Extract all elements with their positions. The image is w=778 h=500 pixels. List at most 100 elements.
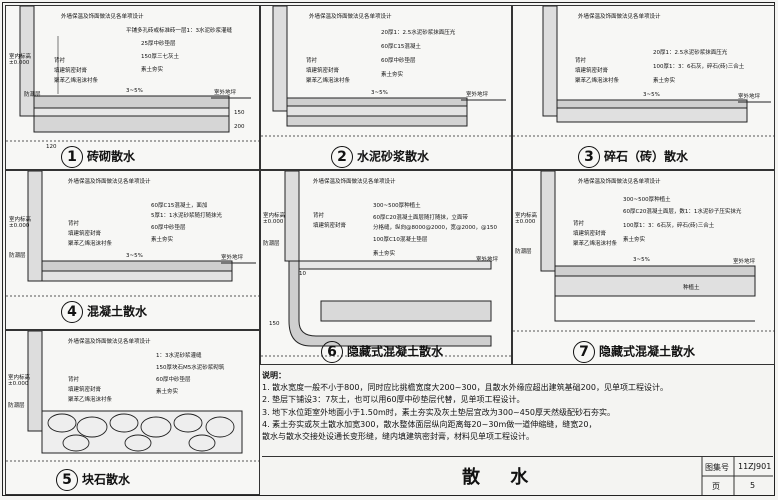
layer-1: 平铺多孔砖或标准砖一层1：3水泥砂浆灌缝 <box>126 28 232 34</box>
layer-4: 素土夯实 <box>381 72 404 78</box>
outdoor-grade-label: 室外地坪 <box>738 94 761 100</box>
layer-4: 素土夯实 <box>156 389 179 395</box>
detail-name: 砖砌散水 <box>87 149 136 164</box>
poly-label: 聚苯乙烯泡沫衬条 <box>575 78 620 84</box>
layer-3: 60厚中砂垫层 <box>156 377 191 383</box>
layer-1: 1：3水泥砂浆灌缝 <box>156 353 202 359</box>
poly-label: 聚苯乙烯泡沫衬条 <box>306 78 351 84</box>
filler-label: 填建筑密封膏 <box>313 223 347 229</box>
layer-2: 100厚1：3：6石灰，碎石(砖)三合土 <box>653 64 745 70</box>
layer-2: 60厚C20混凝土面层随打随抹，立面带 <box>373 215 468 221</box>
sheet-title: 散 水 <box>462 467 541 488</box>
layer-4: 素土夯实 <box>623 237 646 243</box>
grade-label: 室内标高 <box>8 375 31 381</box>
layer-2: 5厚1：1水泥砂浆随打随抹光 <box>151 213 222 219</box>
layer-3: 素土夯实 <box>653 78 676 84</box>
slope-label: 3~5% <box>126 88 143 94</box>
layer-2: 150厚块石M5水泥砂浆砌筑 <box>156 365 225 371</box>
slope-label: 3~5% <box>643 92 660 98</box>
sleeve-label: 背衬 <box>575 58 587 64</box>
page-label: 页 <box>712 482 720 491</box>
layer-1: 20厚1：2.5水泥砂浆抹面压光 <box>381 30 456 36</box>
section-drawing-2 <box>261 6 511 137</box>
outdoor-grade-label: 室外地坪 <box>466 92 489 98</box>
layer-2: 60厚C15混凝土 <box>381 44 421 50</box>
wall-note: 外墙保温及饰面做法见各单项设计 <box>68 179 151 185</box>
layer-3: 150厚三七灰土 <box>141 54 179 60</box>
note-item-5: 散水与散水交接处设通长变形缝，缝内填建筑密封膏，材料见单项工程设计。 <box>262 432 534 442</box>
elevation-label: ±0.000 <box>8 381 29 387</box>
note-item-1: 1. 散水宽度一般不小于800，同时应比挑檐宽度大200~300，且散水外缘应超… <box>262 383 668 393</box>
filler-label: 填建筑密封膏 <box>68 231 102 237</box>
layer-3: 60厚中砂垫层 <box>151 225 186 231</box>
elevation-label: ±0.000 <box>263 219 284 225</box>
layer-1: 20厚1：2.5水泥砂浆抹面压光 <box>653 50 728 56</box>
detail-name: 水泥砂浆散水 <box>357 149 430 164</box>
poly-label: 聚苯乙烯泡沫衬条 <box>54 78 99 84</box>
panel-title-1: 1 砖砌散水 <box>61 146 135 168</box>
notes-heading: 说明： <box>262 371 286 380</box>
panel-concrete-apron: 外墙保温及饰面做法见各单项设计 60厚C15混凝土，面加 5厚1：1水泥砂浆随打… <box>5 170 260 330</box>
elevation-label: ±0.000 <box>9 223 30 229</box>
sleeve-label: 背衬 <box>306 58 318 64</box>
layer-3: 分格缝，纵向@8000@2000，宽@2000，@150 <box>373 225 497 231</box>
detail-name: 碎石（砖）散水 <box>604 149 689 164</box>
panel-title-3: 3 碎石（砖）散水 <box>578 146 688 168</box>
sleeve-label: 背衬 <box>68 221 80 227</box>
panel-hidden-concrete-apron-a: 外墙保温及饰面做法见各单项设计 300~500厚种植土 60厚C20混凝土面层随… <box>260 170 512 365</box>
outdoor-grade-label: 室外地坪 <box>221 255 244 261</box>
detail-number: 3 <box>578 146 600 168</box>
outdoor-grade-label: 室外地坪 <box>476 257 499 263</box>
page-number: 5 <box>750 481 756 490</box>
wall-note: 外墙保温及饰面做法见各单项设计 <box>68 339 151 345</box>
detail-name: 混凝土散水 <box>87 304 148 319</box>
section-drawing-7 <box>513 171 774 332</box>
panel-hidden-concrete-apron-b: 外墙保温及饰面做法见各单项设计 300~500厚种植土 60厚C20混凝土面层，… <box>512 170 775 365</box>
title-block: 散 水 图集号 11ZJ901 页 5 <box>262 456 773 495</box>
detail-name: 隐藏式混凝土散水 <box>599 344 696 359</box>
sleeve-label: 背衬 <box>573 221 585 227</box>
damp-proof-label: 防潮层 <box>24 92 41 98</box>
note-item-3: 3. 地下水位距室外地面小于1.50m时，素土夯实及灰土垫层宜改为300~450… <box>262 407 616 417</box>
title-block-grid <box>701 457 773 495</box>
damp-proof-label: 防潮层 <box>8 403 25 409</box>
slope-label: 3~5% <box>633 257 650 263</box>
detail-number: 1 <box>61 146 83 168</box>
layer-4: 素土夯实 <box>141 67 164 73</box>
filler-label: 填建筑密封膏 <box>306 68 340 74</box>
notes-section: 说明： 1. 散水宽度一般不小于800，同时应比挑檐宽度大200~300，且散水… <box>262 370 772 452</box>
filler-label: 填建筑密封膏 <box>68 387 102 393</box>
panel-title-4: 4 混凝土散水 <box>61 301 147 323</box>
detail-number: 5 <box>56 469 78 491</box>
detail-name: 块石散水 <box>82 472 131 487</box>
elevation-label: ±0.000 <box>515 219 536 225</box>
slope-label: 3~5% <box>371 90 388 96</box>
panel-mortar-apron: 外墙保温及饰面做法见各单项设计 20厚1：2.5水泥砂浆抹面压光 60厚C15混… <box>260 5 512 170</box>
detail-number: 6 <box>321 341 343 363</box>
panel-brick-apron: 外墙保温及饰面做法见各单项设计 平铺多孔砖或标准砖一层1：3水泥砂浆灌缝 25厚… <box>5 5 260 170</box>
section-drawing-3 <box>513 6 774 137</box>
poly-label: 聚苯乙烯泡沫衬条 <box>68 397 113 403</box>
wall-note: 外墙保温及饰面做法见各单项设计 <box>313 179 396 185</box>
grade-label: 室内标高 <box>9 217 32 223</box>
layer-2: 25厚中砂垫层 <box>141 41 176 47</box>
layer-1: 60厚C15混凝土，面加 <box>151 203 208 209</box>
slope-label: 3~5% <box>126 253 143 259</box>
filler-label: 填建筑密封膏 <box>575 68 609 74</box>
layer-3: 100厚1：3：6石灰，碎石(砖)三合土 <box>623 223 715 229</box>
poly-label: 聚苯乙烯泡沫衬条 <box>68 241 113 247</box>
layer-2: 60厚C20混凝土面层，数1：1水泥砂子压实抹光 <box>623 209 742 215</box>
dim-150: 150 <box>234 110 245 116</box>
planting-soil-label: 种植土 <box>683 285 700 291</box>
dim-150: 150 <box>269 321 280 327</box>
damp-proof-label: 防潮层 <box>515 249 532 255</box>
note-item-2: 2. 垫层下铺设3：7灰土，也可以用60厚中砂垫层代替，见单项工程设计。 <box>262 395 525 405</box>
dim-120: 120 <box>46 144 57 150</box>
outdoor-grade-label: 室外地坪 <box>733 259 756 265</box>
panel-gravel-apron: 外墙保温及饰面做法见各单项设计 20厚1：2.5水泥砂浆抹面压光 100厚1：3… <box>512 5 775 170</box>
detail-number: 4 <box>61 301 83 323</box>
